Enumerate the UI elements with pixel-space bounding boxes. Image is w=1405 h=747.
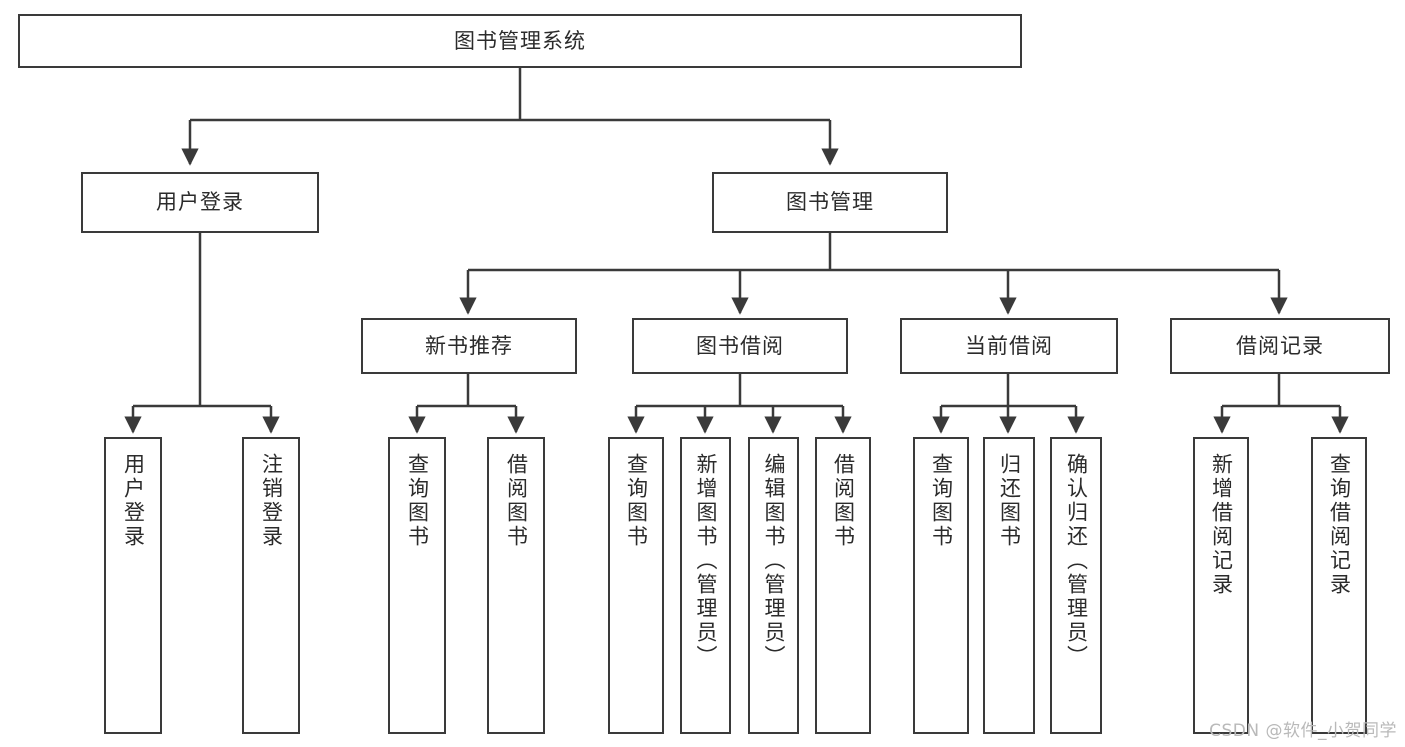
leaf-logout-label: 注销登录 <box>259 453 284 549</box>
leaf-record-add-record-label: 新增借阅记录 <box>1209 453 1234 597</box>
node-borrow-record-label: 借阅记录 <box>1236 333 1324 358</box>
leaf-record-query-record-label: 查询借阅记录 <box>1327 453 1352 597</box>
leaf-borrow-borrow-book-label: 借阅图书 <box>831 453 856 549</box>
leaf-logout[interactable]: 注销登录 <box>242 437 300 734</box>
leaf-borrow-add-book[interactable]: 新增图书（管理员） <box>680 437 731 734</box>
node-book-borrow[interactable]: 图书借阅 <box>632 318 848 374</box>
node-book-management-label: 图书管理 <box>786 190 874 215</box>
watermark: CSDN @软件_小贺同学 <box>1209 721 1397 741</box>
leaf-user-login-label: 用户登录 <box>121 453 146 549</box>
node-new-book-recommend-label: 新书推荐 <box>425 333 513 358</box>
leaf-current-return-book-label: 归还图书 <box>997 453 1022 549</box>
node-root[interactable]: 图书管理系统 <box>18 14 1022 68</box>
leaf-borrow-borrow-book[interactable]: 借阅图书 <box>815 437 871 734</box>
leaf-newbook-borrow-book[interactable]: 借阅图书 <box>487 437 545 734</box>
leaf-current-query-book-label: 查询图书 <box>929 453 954 549</box>
leaf-borrow-add-book-label: 新增图书（管理员） <box>694 453 718 669</box>
node-book-management[interactable]: 图书管理 <box>712 172 948 233</box>
leaf-borrow-edit-book-label: 编辑图书（管理员） <box>762 453 786 669</box>
node-user-login-label: 用户登录 <box>156 190 244 215</box>
node-borrow-record[interactable]: 借阅记录 <box>1170 318 1390 374</box>
leaf-borrow-edit-book[interactable]: 编辑图书（管理员） <box>748 437 799 734</box>
leaf-current-query-book[interactable]: 查询图书 <box>913 437 969 734</box>
leaf-borrow-query-book[interactable]: 查询图书 <box>608 437 664 734</box>
node-current-borrow[interactable]: 当前借阅 <box>900 318 1118 374</box>
node-book-borrow-label: 图书借阅 <box>696 333 784 358</box>
node-new-book-recommend[interactable]: 新书推荐 <box>361 318 577 374</box>
node-current-borrow-label: 当前借阅 <box>965 333 1053 358</box>
leaf-current-confirm-return-label: 确认归还（管理员） <box>1064 453 1089 669</box>
leaf-newbook-query-book-label: 查询图书 <box>405 453 430 549</box>
leaf-borrow-query-book-label: 查询图书 <box>624 453 649 549</box>
leaf-record-query-record[interactable]: 查询借阅记录 <box>1311 437 1367 734</box>
node-root-label: 图书管理系统 <box>454 28 586 53</box>
leaf-newbook-borrow-book-label: 借阅图书 <box>504 453 529 549</box>
leaf-user-login[interactable]: 用户登录 <box>104 437 162 734</box>
leaf-current-return-book[interactable]: 归还图书 <box>983 437 1035 734</box>
leaf-record-add-record[interactable]: 新增借阅记录 <box>1193 437 1249 734</box>
leaf-current-confirm-return[interactable]: 确认归还（管理员） <box>1050 437 1102 734</box>
leaf-newbook-query-book[interactable]: 查询图书 <box>388 437 446 734</box>
node-user-login[interactable]: 用户登录 <box>81 172 319 233</box>
